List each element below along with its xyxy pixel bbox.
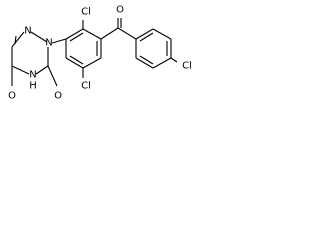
bond-cl-para [170, 57, 178, 63]
bond-n1-c6 [11, 31, 25, 48]
bond-ring-b4 [152, 57, 172, 69]
bond-ring-a2 [82, 28, 102, 40]
atom-o-left: O [8, 91, 16, 102]
bond-ring-b2 [152, 28, 172, 40]
atom-cl-para: Cl [182, 61, 192, 72]
atom-cl-top: Cl [81, 7, 91, 18]
atom-labels: N N N H O O O Cl Cl Cl [8, 5, 192, 102]
atom-cl-bottom: Cl [81, 81, 91, 92]
chemical-structure: N N N H O O O Cl Cl Cl [8, 5, 192, 102]
atom-o-right: O [54, 91, 62, 102]
bond-ring-a4 [82, 57, 102, 69]
bond-ring-carbonyl [100, 27, 119, 40]
atom-o-ketone: O [116, 5, 124, 16]
bond-ring-b-inner1 [139, 32, 154, 42]
bond-c6-c6-double [14, 35, 17, 45]
bond-ring-a1 [65, 28, 84, 40]
bond-n2-aryl [51, 38, 67, 44]
bond-ring-a5 [65, 57, 84, 69]
atom-n4: N [29, 70, 36, 81]
bond-ring-a-inner1 [69, 32, 84, 42]
atom-h4: H [29, 81, 37, 92]
bond-ring-b1 [135, 28, 154, 40]
atom-n2: N [45, 38, 52, 49]
bond-c3-o [47, 65, 58, 87]
atom-n1: N [24, 26, 31, 37]
bond-ring-a-inner3 [69, 55, 84, 65]
bond-ring-b-inner3 [139, 55, 154, 65]
bond-n1-n2 [30, 31, 48, 43]
bond-carbonyl-ring [117, 27, 137, 40]
bond-n4-c3 [35, 65, 49, 75]
bond-c5-n4 [11, 65, 30, 75]
bond-ring-b5 [135, 57, 154, 69]
bonds [11, 18, 178, 87]
